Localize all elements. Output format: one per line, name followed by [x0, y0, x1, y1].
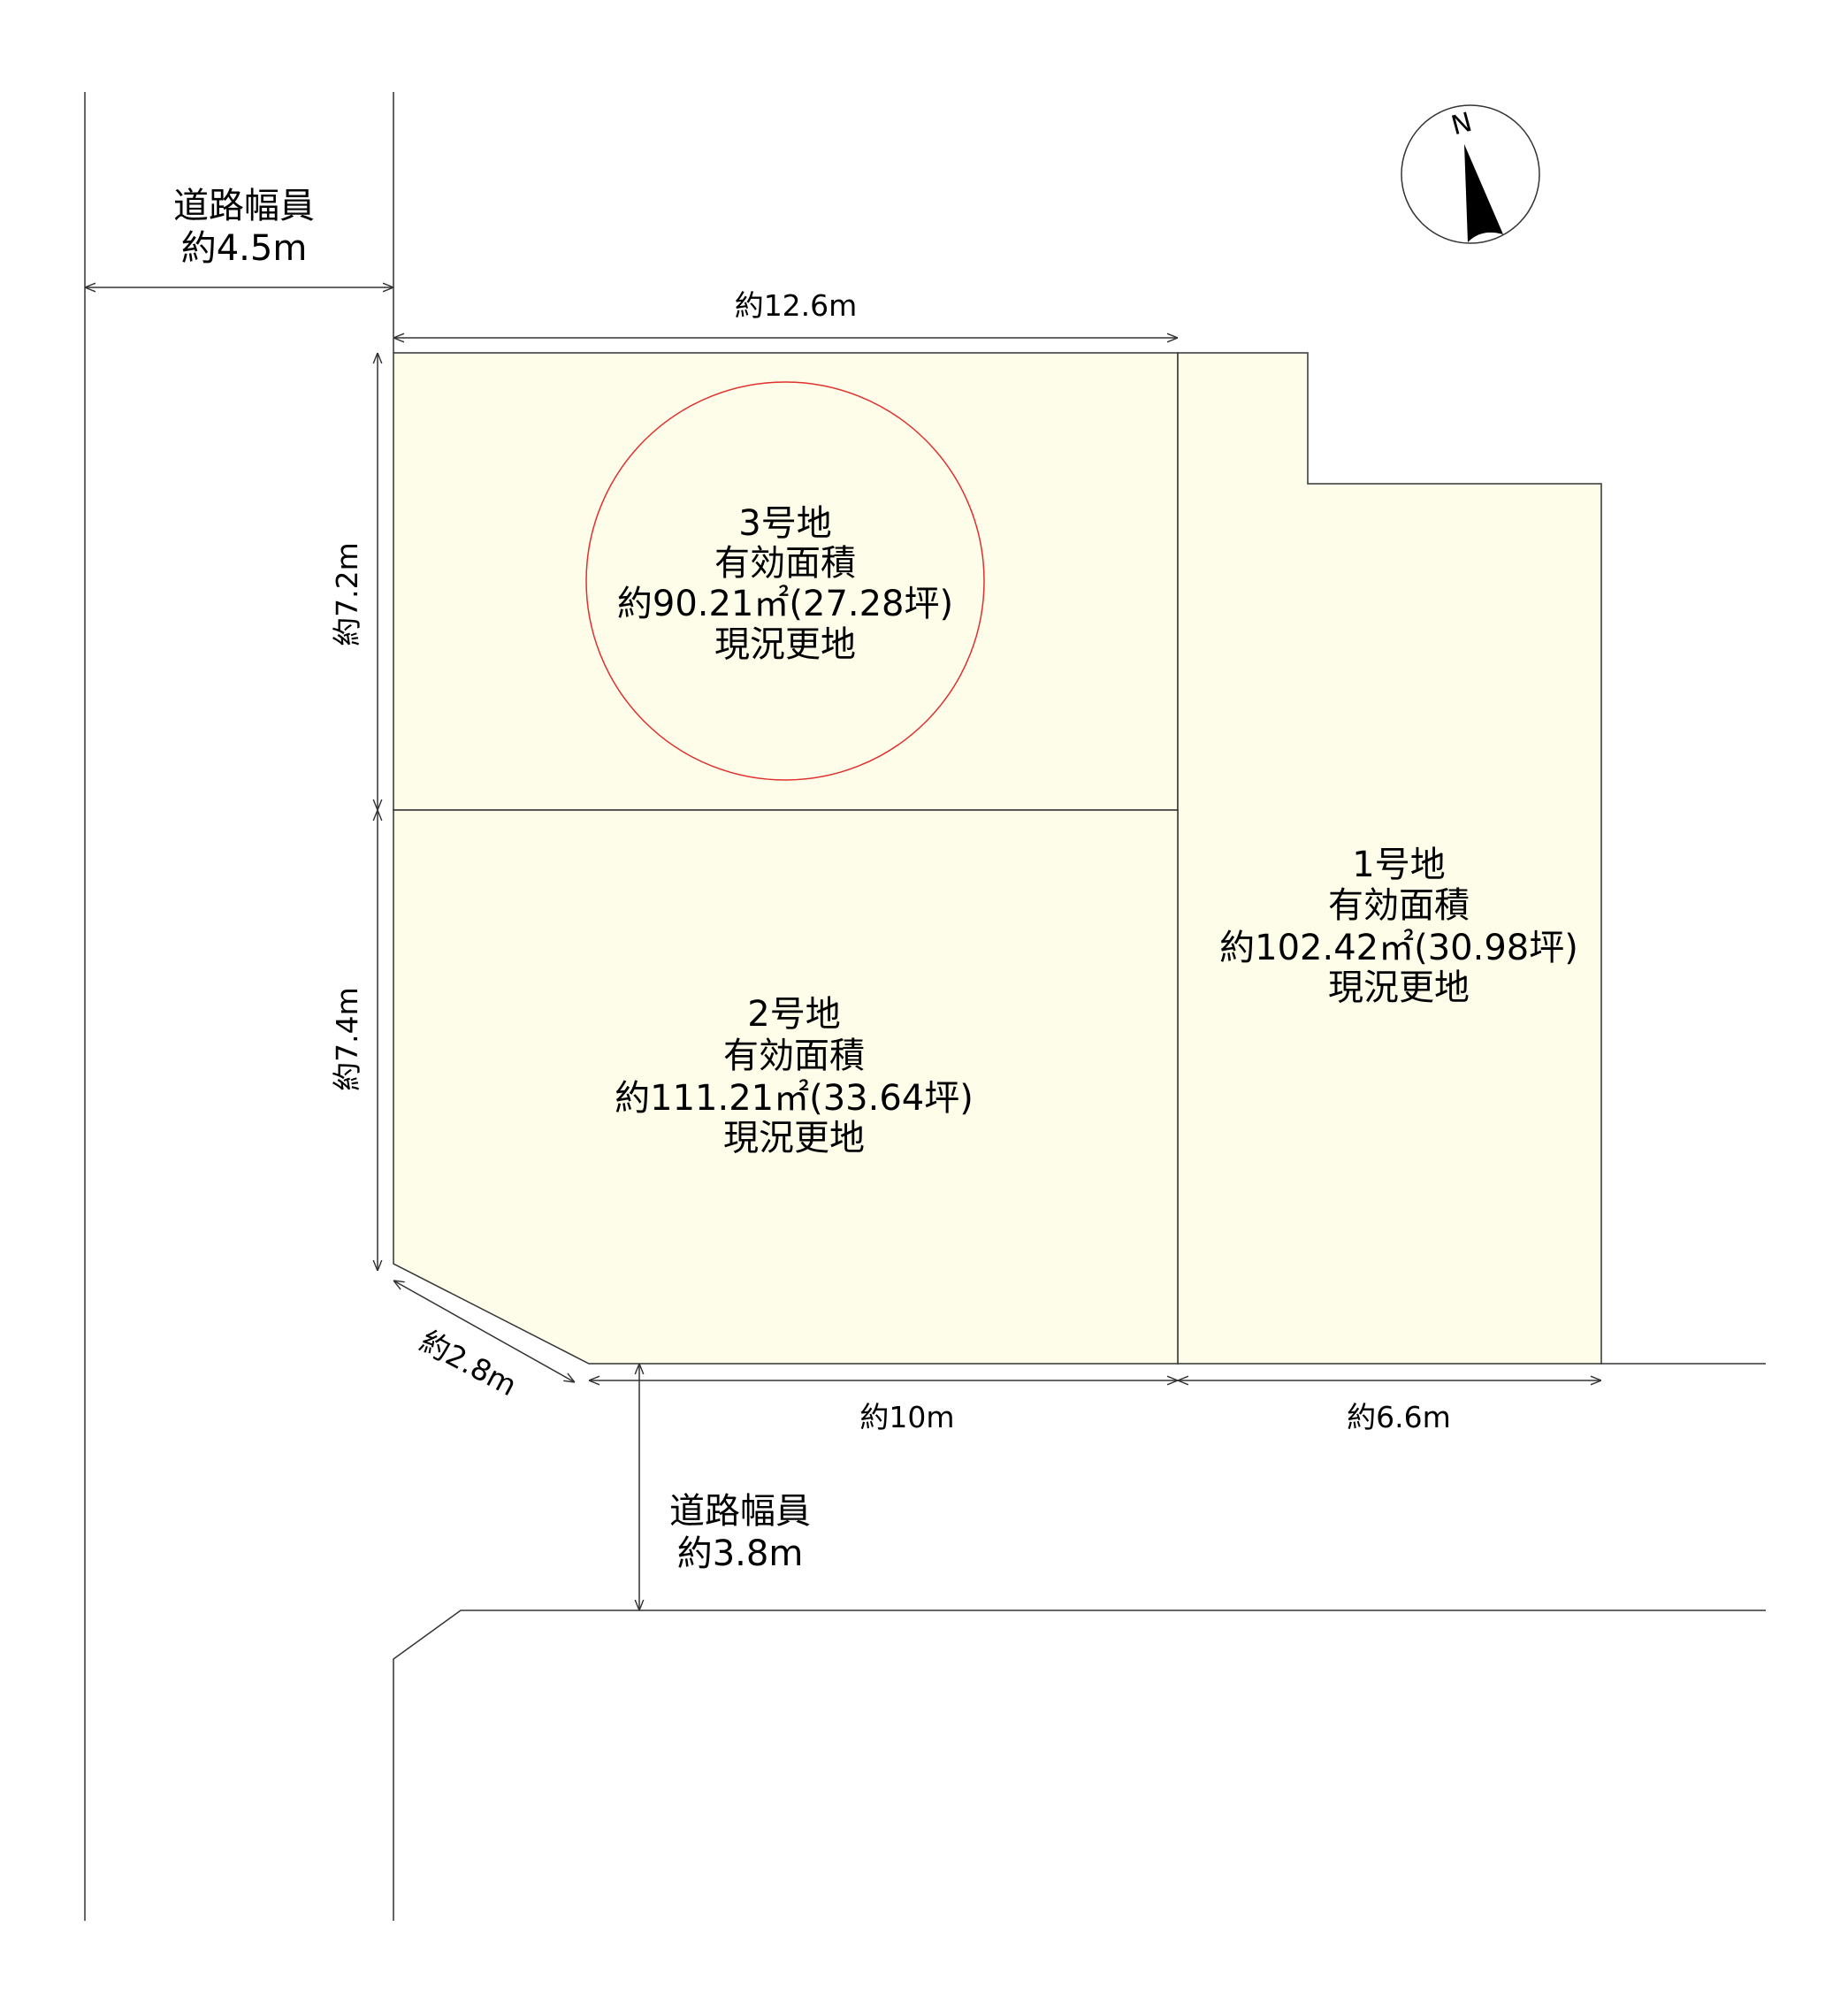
lot-3-highlight-circle: [585, 381, 985, 781]
lot-3-status: 現況更地: [714, 624, 856, 665]
left-lower-dimension-label: 約7.4m: [330, 987, 364, 1091]
lot-2[interactable]: [393, 809, 1179, 1365]
lot-1-area: 約102.42㎡(30.98坪): [1219, 928, 1578, 968]
lot-3-area-label: 有効面積: [714, 543, 856, 584]
north-arrow-icon: N: [1401, 104, 1540, 244]
lot-2-area: 約111.21㎡(33.64坪): [615, 1078, 974, 1119]
top-dimension-label: 約12.6m: [735, 288, 858, 323]
corner-cut-dimension-label: 約2.8m: [415, 1324, 523, 1403]
south-road-width: 約3.8m: [677, 1533, 804, 1574]
south-road-far-edge: [393, 1610, 1766, 1921]
lot-3[interactable]: [393, 352, 1179, 811]
lot-3-name: 3号地: [738, 503, 831, 544]
lot-2-area-label: 有効面積: [723, 1036, 865, 1076]
lot-1-name: 1号地: [1352, 845, 1445, 885]
west-road-width: 約4.5m: [181, 228, 308, 269]
lot-2-status: 現況更地: [723, 1118, 865, 1158]
bottom-left-dimension-label: 約10m: [859, 1400, 954, 1434]
lot-1-status: 現況更地: [1328, 967, 1470, 1008]
lot-1-area-label: 有効面積: [1328, 885, 1470, 926]
south-road-title: 道路幅員: [669, 1491, 811, 1532]
left-upper-dimension-label: 約7.2m: [330, 542, 364, 646]
lot-2-name: 2号地: [747, 994, 840, 1035]
lot-3-area: 約90.21㎡(27.28坪): [617, 584, 953, 624]
west-road-title: 道路幅員: [173, 186, 315, 226]
bottom-right-dimension-label: 約6.6m: [1347, 1400, 1451, 1434]
corner-cut-dimension-line: [393, 1281, 575, 1382]
